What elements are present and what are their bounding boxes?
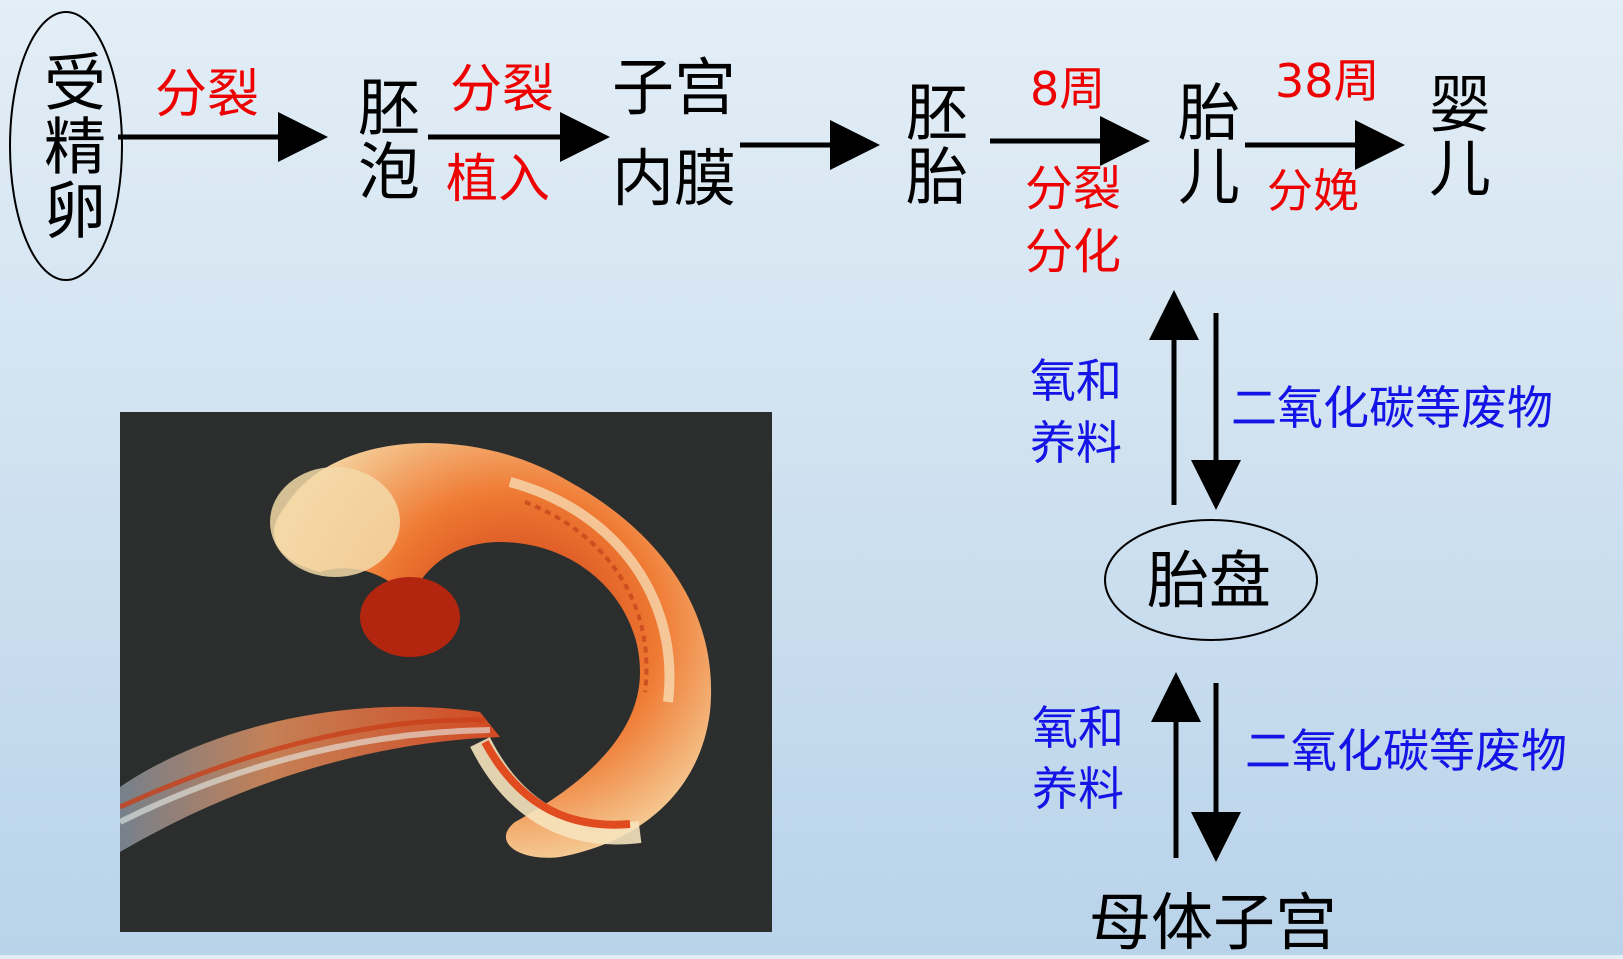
label-oxygen-nutrients-1b: 养料 — [1030, 420, 1122, 466]
label-differentiation: 分化 — [1025, 228, 1121, 276]
embryo-illustration — [120, 412, 772, 932]
label-oxygen-nutrients-2b: 养料 — [1032, 766, 1124, 812]
stage-fetus: 胎儿 — [1172, 80, 1234, 208]
label-8-weeks: 8周 — [1030, 66, 1105, 112]
stage-uterus-lining-line1: 子宫 — [612, 57, 736, 119]
stage-baby: 婴儿 — [1423, 72, 1485, 200]
label-delivery: 分娩 — [1267, 168, 1359, 214]
label-cleavage-2: 分裂 — [450, 64, 554, 116]
stage-uterus-lining-line2: 内膜 — [612, 148, 736, 210]
label-co2-waste-2: 二氧化碳等废物 — [1245, 728, 1567, 774]
label-oxygen-nutrients-1a: 氧和 — [1030, 358, 1122, 404]
label-38-weeks: 38周 — [1275, 58, 1380, 104]
stage-embryo: 胚胎 — [900, 80, 962, 208]
label-division: 分裂 — [1025, 165, 1121, 213]
stage-blastocyst: 胚泡 — [352, 75, 414, 203]
label-oxygen-nutrients-2a: 氧和 — [1032, 705, 1124, 751]
label-co2-waste-1: 二氧化碳等废物 — [1231, 385, 1553, 431]
embryo-photo — [120, 412, 772, 932]
label-implantation: 植入 — [446, 154, 550, 206]
stage-zygote: 受精卵 — [38, 50, 100, 242]
label-cleavage-1: 分裂 — [155, 69, 259, 121]
mother-uterus-label: 母体子宫 — [1089, 892, 1337, 954]
placenta-label: 胎盘 — [1147, 550, 1271, 612]
